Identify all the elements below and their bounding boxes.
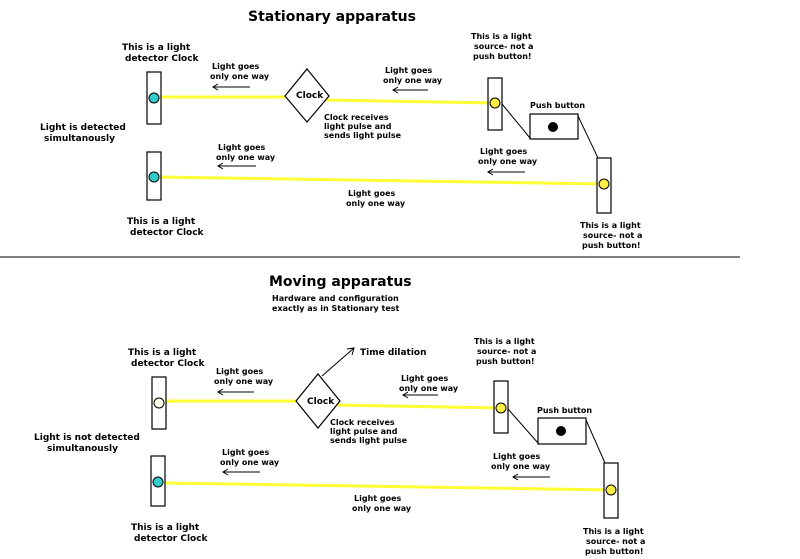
m-source-bottom-label: This is a light source- not a push butto… (583, 527, 648, 556)
beam-bottom (159, 175, 606, 186)
result-stationary: Light is detected simultanously (40, 123, 129, 144)
push-button-label: Push button (530, 101, 585, 110)
m-clock-note: Clock receives light pulse and sends lig… (330, 418, 408, 445)
source-bottom-label: This is a light source- not a push butto… (580, 221, 645, 250)
m-source-top-lamp (495, 402, 507, 414)
moving-subtitle: Hardware and configuration exactly as in… (272, 294, 402, 313)
m-push-button-box (537, 417, 587, 445)
button-wire-bottom (577, 115, 599, 159)
m-push-button-label: Push button (537, 406, 592, 415)
detector-top-label: This is a light detector Clock (122, 43, 200, 64)
m-detector-top-label: This is a light detector Clock (128, 348, 206, 369)
time-dilation-label: Time dilation (360, 348, 427, 358)
source-top-label: This is a light source- not a push butto… (471, 32, 536, 61)
arrows-stationary (212, 83, 525, 176)
m-detector-top-lamp (153, 397, 165, 409)
result-moving: Light is not detected simultanously (34, 433, 143, 454)
m-light-goes-3: Light goes only one way (220, 448, 280, 467)
light-goes-4: Light goes only one way (478, 147, 538, 166)
moving-title: Moving apparatus (269, 274, 412, 290)
m-button-wire-bottom (585, 419, 606, 464)
m-light-goes-4: Light goes only one way (491, 452, 551, 471)
clock-diamond (284, 68, 330, 123)
m-detector-bottom-label: This is a light detector Clock (131, 523, 209, 544)
time-dilation-arrow (321, 347, 355, 377)
detector-bottom-label: This is a light detector Clock (127, 217, 205, 238)
light-goes-3: Light goes only one way (216, 143, 276, 162)
m-source-top-label: This is a light source- not a push butto… (474, 337, 539, 366)
source-top-lamp (489, 97, 501, 109)
arrows-moving (217, 388, 550, 481)
m-light-goes-5: Light goes only one way (352, 494, 412, 513)
m-detector-bottom-lamp (152, 476, 164, 488)
clock-label: Clock (296, 91, 324, 101)
moving-section: Moving apparatus Hardware and configurat… (34, 274, 648, 556)
m-clock-label: Clock (307, 397, 335, 407)
m-button-wire-top (507, 408, 539, 444)
light-goes-1: Light goes only one way (210, 62, 270, 81)
push-button-dot (548, 122, 558, 132)
source-bottom-lamp (598, 178, 610, 190)
m-beam-top-right (334, 403, 504, 410)
m-beam-bottom (164, 481, 613, 492)
m-push-button-dot (556, 426, 566, 436)
stationary-section: Stationary apparatus Clock (40, 9, 645, 250)
light-goes-5: Light goes only one way (346, 189, 406, 208)
beam-top-right (324, 98, 496, 105)
button-wire-top (501, 103, 531, 139)
m-light-goes-2: Light goes only one way (399, 374, 459, 393)
detector-top-lamp (148, 92, 160, 104)
stationary-title: Stationary apparatus (248, 9, 416, 25)
m-clock-diamond (295, 373, 341, 429)
light-goes-2: Light goes only one way (383, 66, 443, 85)
m-source-bottom-lamp (605, 484, 617, 496)
clock-note: Clock receives light pulse and sends lig… (324, 113, 402, 140)
m-light-goes-1: Light goes only one way (214, 367, 274, 386)
detector-bottom-lamp (148, 171, 160, 183)
